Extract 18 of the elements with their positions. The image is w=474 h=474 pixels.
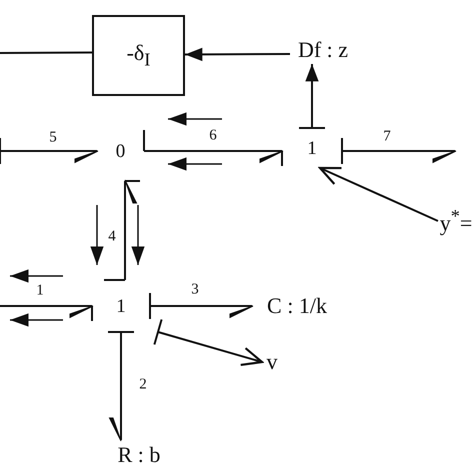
- signal-label: y$^{*}$=: [440, 207, 472, 235]
- element-label: C : 1/k: [267, 295, 327, 317]
- block-box: [92, 15, 185, 96]
- bond: [0, 137, 98, 165]
- bond: [149, 292, 254, 320]
- junction-label: 0: [116, 142, 126, 160]
- bond: [341, 137, 456, 165]
- element-label: Df : z: [298, 39, 348, 61]
- arrow: [298, 64, 326, 129]
- block-label: -δ$_{I}$: [126, 42, 150, 69]
- arrow: [185, 48, 290, 62]
- signal-label: v: [266, 351, 278, 373]
- element-label: R : b: [118, 444, 160, 466]
- bond: [107, 331, 135, 442]
- arrow: [153, 318, 264, 366]
- junction-label: 1: [307, 138, 317, 158]
- junction-label: 1: [116, 296, 126, 316]
- arrow: [318, 166, 438, 222]
